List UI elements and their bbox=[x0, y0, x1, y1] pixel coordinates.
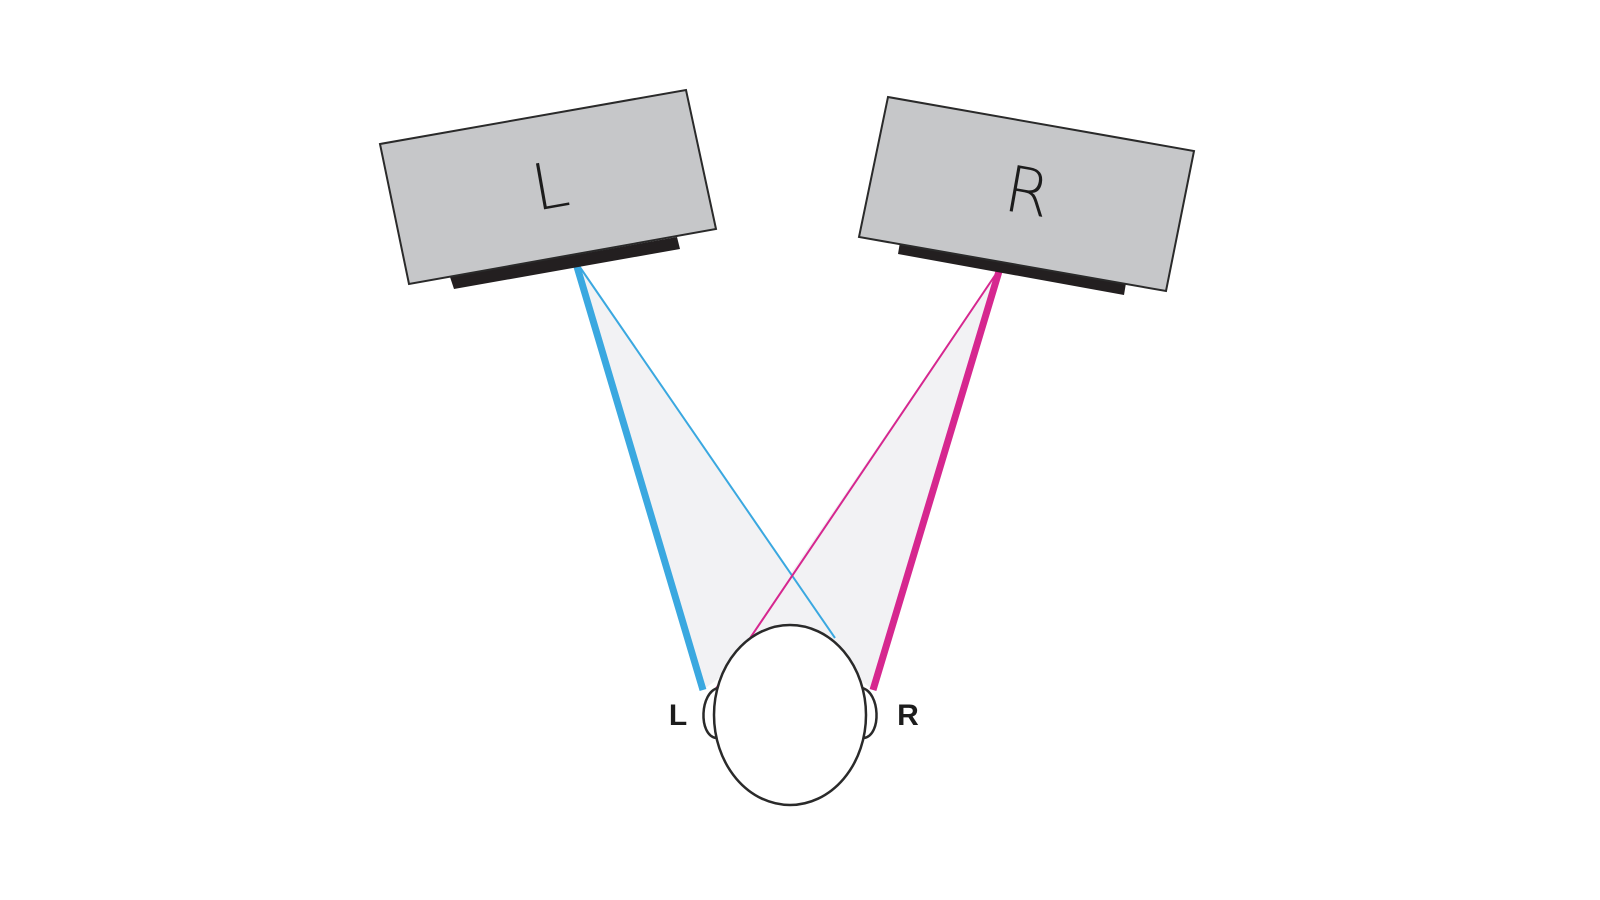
left-speaker-grille bbox=[450, 237, 680, 289]
right-direct-ray bbox=[869, 266, 1004, 692]
left-direct-ray bbox=[571, 259, 707, 691]
left-speaker: L bbox=[378, 88, 718, 289]
left-speaker-cabinet bbox=[378, 88, 718, 286]
right-speaker: R bbox=[857, 95, 1196, 295]
head-outline bbox=[712, 623, 868, 807]
right-speaker-cabinet bbox=[857, 95, 1196, 293]
listener-head bbox=[702, 623, 878, 807]
left-sound-cone bbox=[575, 260, 835, 690]
right-speaker-grille bbox=[898, 242, 1126, 295]
right-ear-label: R bbox=[897, 699, 919, 732]
left-ear-label: L bbox=[669, 699, 687, 732]
right-cross-ray bbox=[714, 267, 1001, 691]
right-sound-cone bbox=[738, 268, 1000, 690]
